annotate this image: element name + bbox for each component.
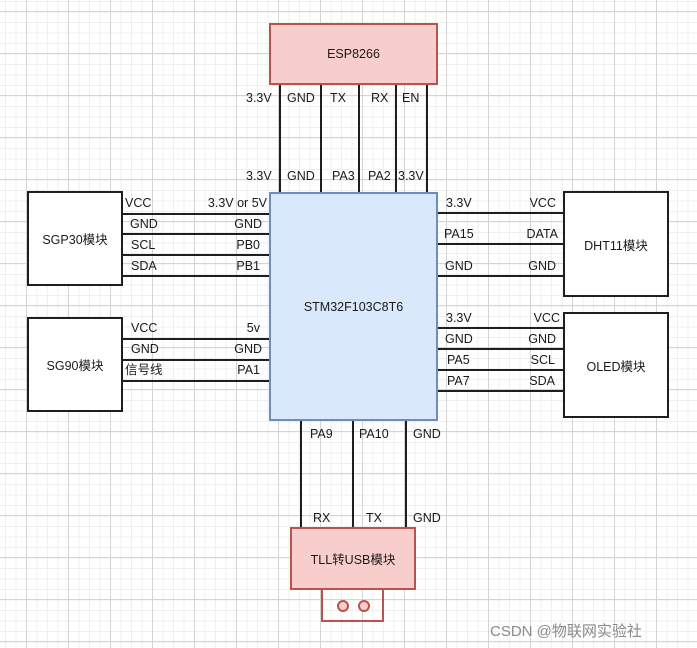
dht11-pin-label: DATA — [526, 227, 558, 241]
esp-pin-label: RX — [371, 91, 389, 105]
mcu-pin-label: PA10 — [359, 427, 389, 441]
dht11-pin-label: VCC — [529, 196, 556, 210]
mcu-pin-label: GND — [445, 259, 473, 273]
mcu-pin-label: PB1 — [236, 259, 260, 273]
wire-sgp30-scl — [123, 254, 269, 256]
mcu-pin-label: PA1 — [237, 363, 260, 377]
usb-pin-dot-icon — [337, 600, 349, 612]
sg90-pin-label: VCC — [131, 321, 158, 335]
wire-sgp30-sda — [123, 275, 269, 277]
sg90-pin-label: 信号线 — [125, 363, 163, 377]
dht11-label: DHT11模块 — [584, 238, 648, 253]
mcu-pin-label: GND — [445, 332, 473, 346]
usb-label: TLL转USB模块 — [310, 553, 396, 567]
sgp30-pin-label: SDA — [131, 259, 157, 273]
dht11-pin-label: GND — [528, 259, 556, 273]
esp-pin-label: TX — [330, 91, 346, 105]
oled-pin-label: GND — [528, 332, 556, 346]
usb-pin-label: RX — [313, 511, 331, 525]
usb-pin-label: GND — [413, 511, 441, 525]
oled-pin-label: VCC — [533, 311, 560, 325]
usb-connector-icon — [321, 590, 384, 622]
sgp30-pin-label: SCL — [131, 238, 156, 252]
mcu-pin-label: PA15 — [444, 227, 474, 241]
esp8266-module: ESP8266 — [269, 23, 438, 85]
mcu-label: STM32F103C8T6 — [303, 299, 404, 314]
wire-oled-gnd — [438, 348, 563, 350]
wire-sgp30-vcc — [123, 213, 269, 215]
mcu-pin-label: 3.3V — [446, 311, 472, 325]
esp8266-label: ESP8266 — [327, 47, 380, 61]
sgp30-label: SGP30模块 — [42, 233, 108, 247]
esp-pin-label: GND — [287, 91, 315, 105]
esp-pin-label: 3.3V — [246, 91, 272, 105]
wire-oled-vcc — [438, 327, 563, 329]
oled-label: OLED模块 — [586, 359, 646, 374]
mcu-pin-label: 3.3V or 5V — [207, 196, 267, 210]
stm32-mcu: STM32F103C8T6 — [269, 192, 438, 421]
wire-sg90-gnd — [123, 359, 269, 361]
usb-pin-dot-icon — [358, 600, 370, 612]
oled-pin-label: SCL — [530, 353, 555, 367]
wire-sgp30-gnd — [123, 233, 269, 235]
mcu-pin-label: 3.3V — [246, 169, 272, 183]
wire-usb-rx — [300, 421, 302, 527]
sg90-module: SG90模块 — [27, 317, 123, 412]
mcu-pin-label: PA2 — [368, 169, 391, 183]
wire-esp-rx — [395, 85, 397, 192]
mcu-pin-label: 5v — [246, 321, 260, 335]
wire-esp-3v3 — [279, 85, 281, 192]
watermark: CSDN @物联网实验社 — [490, 623, 642, 640]
wire-esp-tx — [358, 85, 360, 192]
wire-esp-en — [426, 85, 428, 192]
mcu-pin-label: PA7 — [447, 374, 470, 388]
usb-pin-label: TX — [366, 511, 382, 525]
mcu-pin-label: PB0 — [236, 238, 260, 252]
mcu-pin-label: GND — [234, 342, 262, 356]
wire-dht11-vcc — [438, 212, 563, 214]
wire-dht11-gnd — [438, 275, 563, 277]
mcu-pin-label: PA9 — [310, 427, 333, 441]
wire-sg90-signal — [123, 380, 269, 382]
wire-usb-tx — [352, 421, 354, 527]
sg90-pin-label: GND — [131, 342, 159, 356]
oled-module: OLED模块 — [563, 312, 669, 418]
esp-pin-label: EN — [402, 91, 420, 105]
mcu-pin-label: 3.3V — [446, 196, 472, 210]
wire-dht11-data — [438, 243, 563, 245]
oled-pin-label: SDA — [529, 374, 555, 388]
mcu-pin-label: 3.3V — [398, 169, 424, 183]
sgp30-module: SGP30模块 — [27, 191, 123, 286]
mcu-pin-label: GND — [413, 427, 441, 441]
mcu-pin-label: PA5 — [447, 353, 470, 367]
sgp30-pin-label: GND — [130, 217, 158, 231]
sgp30-pin-label: VCC — [125, 196, 152, 210]
mcu-pin-label: GND — [234, 217, 262, 231]
wire-usb-gnd — [405, 421, 407, 527]
mcu-pin-label: PA3 — [332, 169, 355, 183]
wire-sg90-vcc — [123, 338, 269, 340]
wire-oled-sda — [438, 390, 563, 392]
wire-oled-scl — [438, 369, 563, 371]
dht11-module: DHT11模块 — [563, 191, 669, 297]
wire-esp-gnd — [320, 85, 322, 192]
usb-ttl-module: TLL转USB模块 — [290, 527, 416, 590]
sg90-label: SG90模块 — [46, 359, 104, 373]
mcu-pin-label: GND — [287, 169, 315, 183]
